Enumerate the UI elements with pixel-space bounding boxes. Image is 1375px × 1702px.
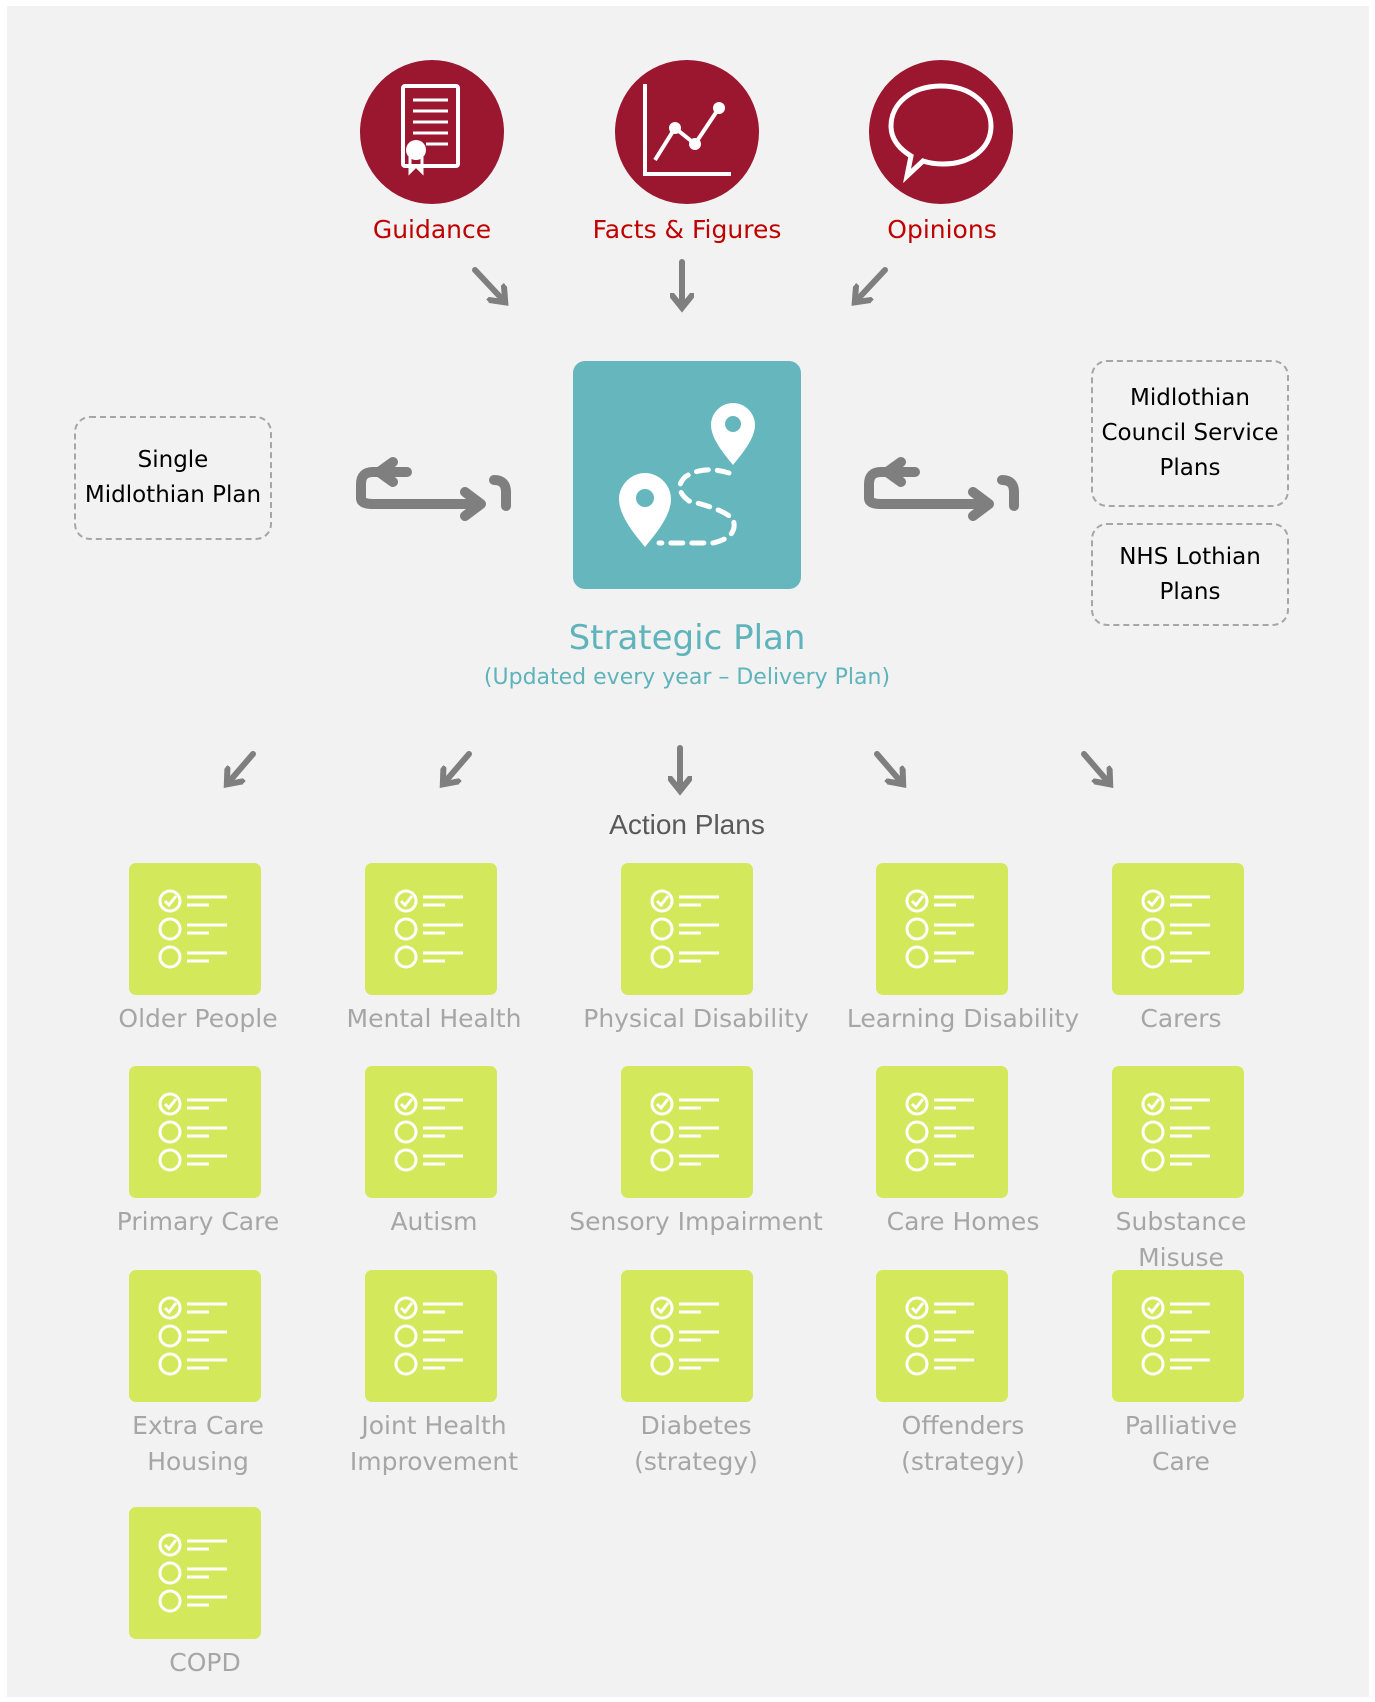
- arrow-plan-1: [228, 751, 256, 783]
- arrow-plan-2: [444, 751, 472, 783]
- checklist-icon: [129, 1066, 261, 1198]
- nhs-lothian-plans-box: NHS Lothian Plans: [1091, 523, 1289, 626]
- action-plan-label: Physical Disability: [583, 1004, 809, 1033]
- single-midlothian-plan-box: Single Midlothian Plan: [74, 416, 272, 540]
- source-label-facts-figures: Facts & Figures: [592, 215, 782, 244]
- certificate-icon: [360, 60, 504, 204]
- line-chart-icon: [615, 60, 759, 204]
- exchange-arrows-left: [356, 457, 511, 521]
- arrow-plan-4: [874, 751, 902, 783]
- arrow-plan-5: [1081, 751, 1109, 783]
- action-plan-label: Palliative Care: [1124, 1411, 1238, 1476]
- checklist-icon: [129, 863, 261, 995]
- action-plan-label: COPD: [169, 1648, 241, 1677]
- source-label-opinions: Opinions: [887, 215, 997, 244]
- action-plan-label: Learning Disability: [846, 1004, 1080, 1033]
- nhs-lothian-plans-label: NHS Lothian Plans: [1119, 543, 1261, 605]
- action-plan-label: Substance Misuse: [1115, 1207, 1247, 1272]
- strategic-plan-title: Strategic Plan: [568, 618, 806, 658]
- checklist-icon: [876, 863, 1008, 995]
- checklist-icon: [365, 1066, 497, 1198]
- council-service-plans-box: Midlothian Council Service Plans: [1091, 360, 1289, 507]
- checklist-icon: [129, 1507, 261, 1639]
- action-plans-title: Action Plans: [609, 809, 765, 840]
- checklist-icon: [876, 1270, 1008, 1402]
- diagram-canvas: Guidance Facts & Figures Opinions: [7, 6, 1369, 1697]
- checklist-icon: [621, 863, 753, 995]
- checklist-icon: [1112, 863, 1244, 995]
- checklist-icon: [365, 1270, 497, 1402]
- checklist-icon: [621, 1066, 753, 1198]
- speech-bubble-icon: [869, 60, 1013, 204]
- single-midlothian-plan-label: Single Midlothian Plan: [84, 447, 262, 508]
- action-plan-label: Primary Care: [116, 1207, 280, 1236]
- checklist-icon: [876, 1066, 1008, 1198]
- checklist-icon: [365, 863, 497, 995]
- strategic-plan-subtitle: (Updated every year – Delivery Plan): [483, 665, 891, 690]
- checklist-icon: [129, 1270, 261, 1402]
- council-service-plans-label: Midlothian Council Service Plans: [1101, 385, 1279, 481]
- action-plan-label: Care Homes: [886, 1207, 1040, 1236]
- action-plan-label: Older People: [118, 1004, 278, 1033]
- arrow-opinions-down: [856, 267, 888, 301]
- action-plan-label: Carers: [1140, 1004, 1222, 1033]
- flow-arrows: [7, 259, 1369, 1697]
- exchange-arrows-right: [864, 457, 1019, 521]
- checklist-icon: [1112, 1270, 1244, 1402]
- action-plan-label: Mental Health: [346, 1004, 522, 1033]
- checklist-icon: [621, 1270, 753, 1402]
- arrow-guidance-down: [472, 267, 504, 301]
- action-plan-label: Autism: [390, 1207, 478, 1236]
- action-plan-label: Joint Health Improvement: [349, 1411, 519, 1476]
- action-plan-label: Sensory Impairment: [569, 1207, 823, 1236]
- action-plan-label: Offenders (strategy): [901, 1411, 1025, 1476]
- action-plan-label: Diabetes (strategy): [634, 1411, 758, 1476]
- source-label-guidance: Guidance: [372, 215, 492, 244]
- action-plan-label: Extra Care Housing: [132, 1411, 264, 1476]
- route-map-icon: [573, 361, 801, 589]
- checklist-icon: [1112, 1066, 1244, 1198]
